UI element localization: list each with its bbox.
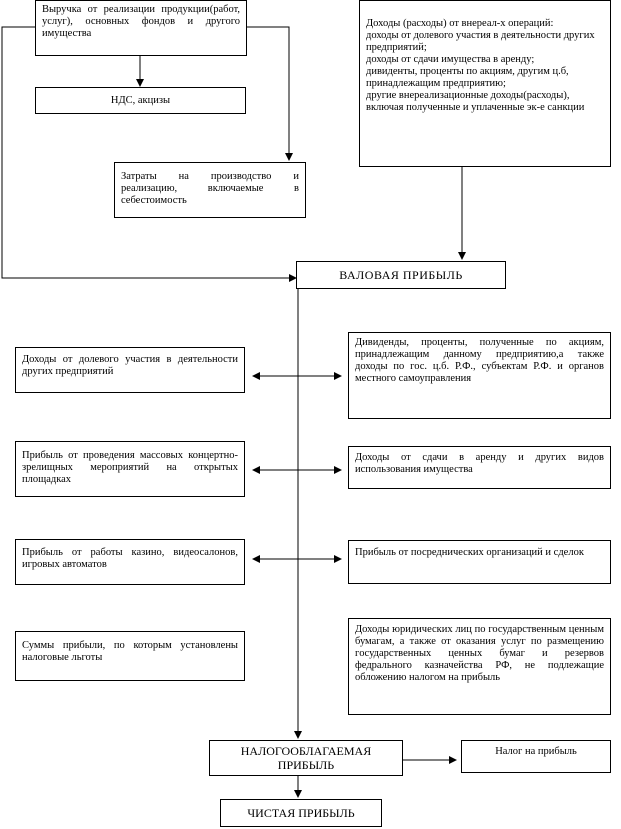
left-box-2: Прибыль от проведения массовых концертно…	[15, 441, 245, 497]
left-box-3: Прибыль от работы казино, видеосалонов, …	[15, 539, 245, 585]
vat-text: НДС, акцизы	[110, 95, 171, 106]
costs-text: Затраты на производство и реализацию, вк…	[121, 171, 299, 206]
gross-profit-box: ВАЛОВАЯ ПРИБЫЛЬ	[296, 261, 506, 289]
right-box-2: Доходы от сдачи в аренду и других видов …	[348, 446, 611, 489]
net-profit-box: ЧИСТАЯ ПРИБЫЛЬ	[220, 799, 382, 827]
revenue-text: Выручка от реализации продукции(работ, у…	[42, 4, 240, 39]
taxable-profit-box: НАЛОГООБЛАГАЕМАЯ ПРИБЫЛЬ	[209, 740, 403, 776]
right-box-4-text: Доходы юридических лиц по государственны…	[355, 624, 604, 683]
right-box-4: Доходы юридических лиц по государственны…	[348, 618, 611, 715]
left-box-4-text: Суммы прибыли, по которым установлены на…	[22, 640, 238, 663]
costs-box: Затраты на производство и реализацию, вк…	[114, 162, 306, 218]
right-box-3: Прибыль от посреднических организаций и …	[348, 540, 611, 584]
left-box-2-text: Прибыль от проведения массовых концертно…	[22, 450, 238, 485]
left-box-3-text: Прибыль от работы казино, видеосалонов, …	[22, 547, 238, 570]
nonoperating-text: Доходы (расходы) от внереал-х операций: …	[366, 18, 595, 113]
nonoperating-box: Доходы (расходы) от внереал-х операций: …	[359, 0, 611, 167]
right-box-2-text: Доходы от сдачи в аренду и других видов …	[355, 452, 604, 475]
left-box-1: Доходы от долевого участия в деятельност…	[15, 347, 245, 393]
vat-box: НДС, акцизы	[35, 87, 246, 114]
profit-tax-text: Налог на прибыль	[495, 746, 577, 757]
right-box-1: Дивиденды, проценты, полученные по акция…	[348, 332, 611, 419]
arrow-revenue-to-costs	[247, 26, 293, 161]
arrow-left-outer-to-gross	[1, 26, 297, 282]
left-box-4: Суммы прибыли, по которым установлены на…	[15, 631, 245, 681]
taxable-profit-text: НАЛОГООБЛАГАЕМАЯ ПРИБЫЛЬ	[240, 744, 372, 772]
net-profit-text: ЧИСТАЯ ПРИБЫЛЬ	[247, 806, 355, 820]
right-box-3-text: Прибыль от посреднических организаций и …	[355, 547, 584, 558]
left-box-1-text: Доходы от долевого участия в деятельност…	[22, 354, 238, 377]
right-box-1-text: Дивиденды, проценты, полученные по акция…	[355, 337, 604, 384]
profit-tax-box: Налог на прибыль	[461, 740, 611, 773]
revenue-box: Выручка от реализации продукции(работ, у…	[35, 0, 247, 56]
gross-profit-text: ВАЛОВАЯ ПРИБЫЛЬ	[339, 268, 463, 282]
